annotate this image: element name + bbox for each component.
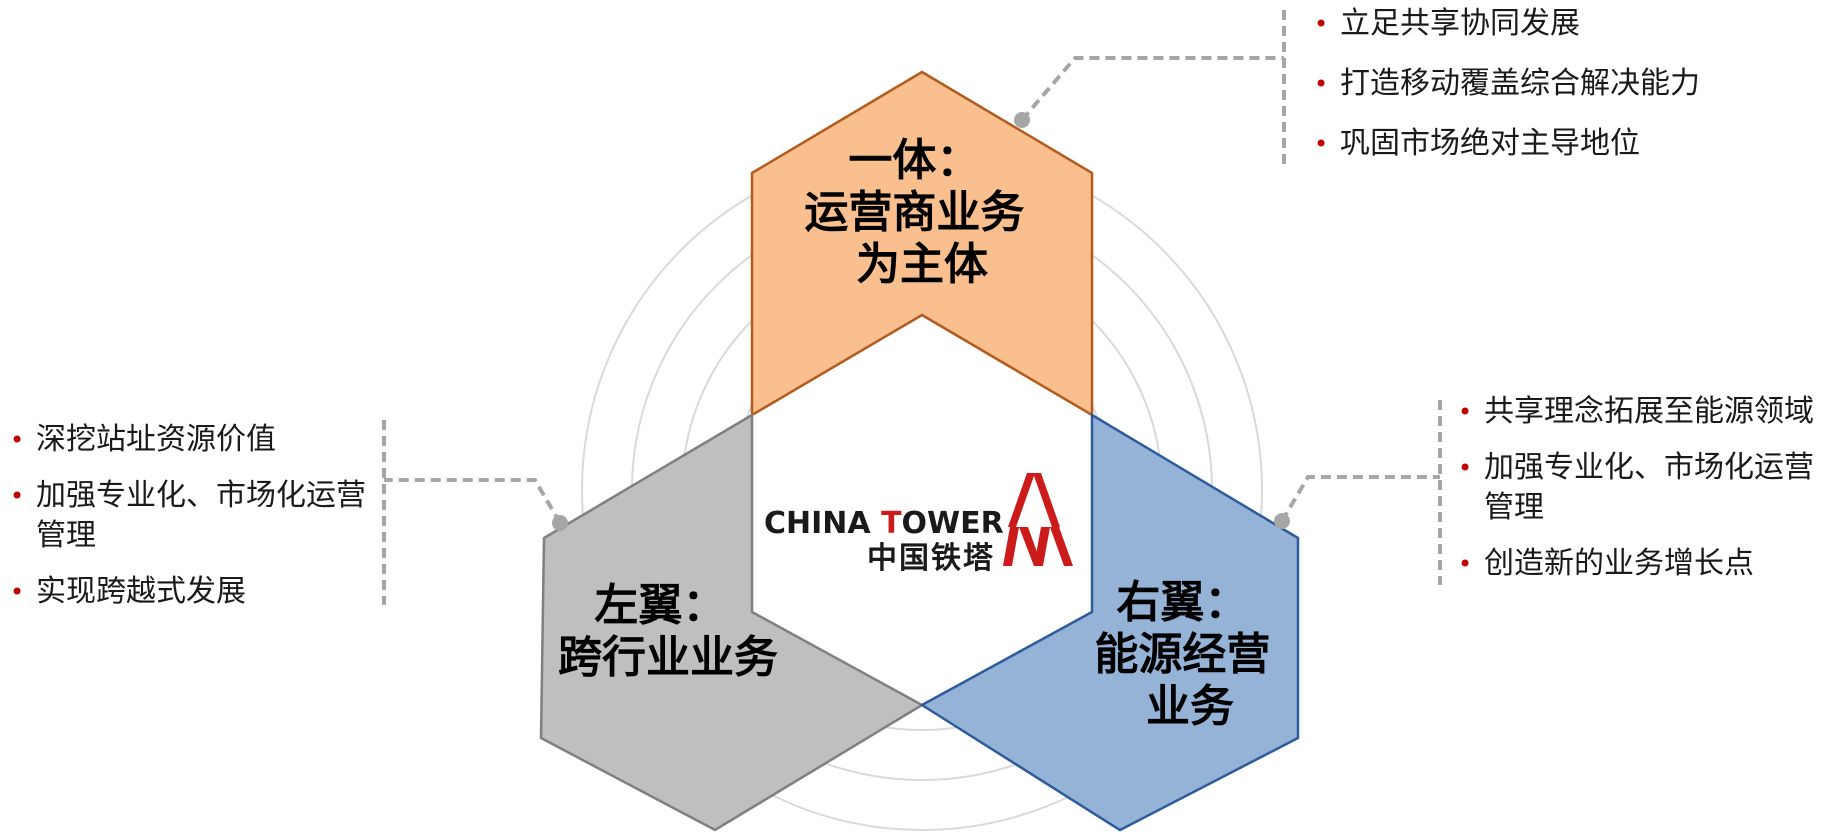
connector-right: [1280, 400, 1442, 585]
list-item-text: 深挖站址资源价值: [36, 422, 276, 457]
connector-top-dot: [1014, 112, 1030, 128]
logo-english-text: CHINA TOWER: [764, 506, 1004, 541]
hexagon-left-line-1: 左翼：: [594, 580, 726, 631]
list-item: • 加强专业化、市场化运营管理: [1456, 448, 1834, 528]
right-bullet-list: • 共享理念拓展至能源领域 • 加强专业化、市场化运营管理 • 创造新的业务增长点: [1456, 392, 1834, 600]
hexagon-top-title: 一体： 运营商业务 为主体: [804, 135, 1039, 290]
bullet-icon: •: [10, 482, 25, 510]
connector-left: [382, 420, 562, 605]
bullet-icon: •: [1458, 398, 1473, 426]
bullet-icon: •: [1458, 454, 1473, 482]
hexagon-right-title: 右翼： 能源经营 业务: [1094, 577, 1285, 732]
bullet-icon: •: [1314, 10, 1329, 38]
list-item-text: 加强专业化、市场化运营管理: [36, 478, 366, 553]
top-bullet-list: • 立足共享协同发展 • 打造移动覆盖综合解决能力 • 巩固市场绝对主导地位: [1312, 4, 1832, 184]
hexagon-right-line-1: 右翼：: [1116, 577, 1248, 628]
tower-mark-icon: [1003, 473, 1073, 566]
list-item: • 创造新的业务增长点: [1456, 544, 1834, 584]
hexagon-left-line-2: 跨行业业务: [558, 632, 778, 683]
logo-en-suffix: OWER: [902, 506, 1004, 541]
bullet-icon: •: [10, 426, 25, 454]
connector-right-line: [1280, 475, 1440, 523]
list-item-text: 打造移动覆盖综合解决能力: [1340, 66, 1700, 101]
list-item-text: 立足共享协同发展: [1340, 6, 1580, 41]
connector-top: [1020, 10, 1286, 165]
connector-left-line: [384, 478, 562, 525]
hexagon-right-line-3: 业务: [1146, 681, 1234, 732]
list-item: • 深挖站址资源价值: [8, 420, 390, 460]
hexagon-top-line-2: 运营商业务: [804, 187, 1024, 238]
logo-chinese-text: 中国铁塔: [867, 541, 995, 576]
list-item: • 加强专业化、市场化运营管理: [8, 476, 390, 556]
list-item-text: 加强专业化、市场化运营管理: [1484, 450, 1814, 525]
hexagon-top-line-1: 一体：: [848, 135, 980, 186]
hexagon-right-line-2: 能源经营: [1094, 629, 1270, 680]
list-item: • 打造移动覆盖综合解决能力: [1312, 64, 1832, 104]
logo-en-red-letter: T: [881, 506, 902, 541]
bullet-icon: •: [10, 578, 25, 606]
hexagon-top: [750, 70, 1094, 418]
list-item: • 共享理念拓展至能源领域: [1456, 392, 1834, 432]
hexagon-top-line-3: 为主体: [856, 239, 988, 290]
hexagon-left-title: 左翼： 跨行业业务: [558, 580, 778, 683]
connector-left-dot: [552, 515, 568, 531]
list-item-text: 实现跨越式发展: [36, 574, 246, 609]
logo-en-prefix: CHINA: [764, 506, 881, 541]
bullet-icon: •: [1458, 550, 1473, 578]
bullet-icon: •: [1314, 130, 1329, 158]
bullet-icon: •: [1314, 70, 1329, 98]
connector-right-dot: [1274, 513, 1290, 529]
hexagon-right: [919, 412, 1300, 832]
list-item: • 立足共享协同发展: [1312, 4, 1832, 44]
list-item: • 实现跨越式发展: [8, 572, 390, 612]
left-bullet-list: • 深挖站址资源价值 • 加强专业化、市场化运营管理 • 实现跨越式发展: [8, 420, 390, 628]
list-item-text: 创造新的业务增长点: [1484, 546, 1754, 581]
center-hexagon: [752, 315, 1092, 705]
connector-top-line: [1020, 56, 1284, 122]
china-tower-logo: CHINA TOWER 中国铁塔: [764, 473, 1073, 576]
list-item-text: 巩固市场绝对主导地位: [1340, 126, 1640, 161]
list-item: • 巩固市场绝对主导地位: [1312, 124, 1832, 164]
hexagon-left: [539, 412, 925, 832]
list-item-text: 共享理念拓展至能源领域: [1484, 394, 1814, 429]
